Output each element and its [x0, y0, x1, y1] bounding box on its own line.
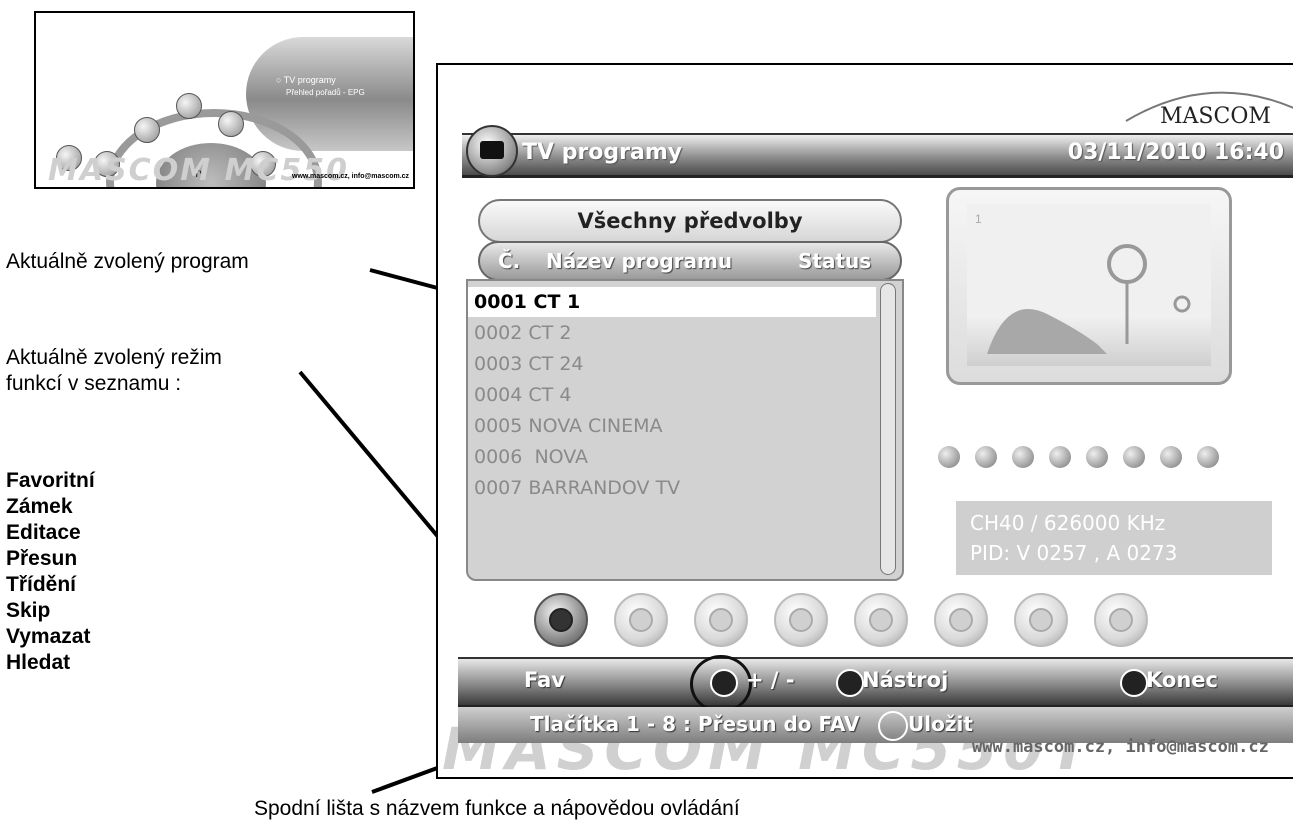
channel-row[interactable]: 0006 NOVA	[474, 446, 589, 468]
function-label: Favoritní	[6, 469, 95, 492]
annotation-mode-line2: funkcí v seznamu :	[6, 372, 182, 395]
function-label: Skip	[6, 599, 51, 622]
network-icon	[250, 151, 276, 177]
plane-icon	[1123, 446, 1145, 468]
channel-row[interactable]: 0003 CT 24	[474, 353, 584, 375]
epg-icon	[218, 111, 244, 137]
settings-icon	[56, 145, 82, 171]
channel-row[interactable]: 0007 BARRANDOV TV	[474, 477, 681, 499]
bottom-function-bar: Fav + / - Nástroj Konec	[458, 655, 1293, 713]
function-label: Hledat	[6, 651, 71, 674]
annotation-function-list: Favoritní Zámek Editace Přesun Třídění S…	[6, 468, 95, 676]
lock-icon[interactable]	[614, 593, 668, 647]
plus-minus-hint: + / -	[746, 668, 795, 692]
svg-text:MASCOM: MASCOM	[1160, 104, 1271, 129]
tool-hint: Nástroj	[862, 668, 949, 692]
thumbnail-watermark: MASCOM MC550	[48, 153, 349, 188]
channel-list: 0001 CT 1 0002 CT 2 0003 CT 24 0004 CT 4…	[466, 279, 904, 581]
sport-icon	[975, 446, 997, 468]
globe-icon	[1012, 446, 1034, 468]
film-icon	[938, 446, 960, 468]
group-selector[interactable]: Všechny předvolby	[478, 199, 902, 243]
function-label: Vymazat	[6, 625, 91, 648]
up-down-icon	[710, 669, 738, 697]
column-name: Název programu	[546, 249, 733, 273]
screen-url: www.mascom.cz, info@mascom.cz	[972, 737, 1269, 757]
pid-text: PID: V 0257 , A 0273	[970, 541, 1178, 565]
menu-panel-desc: Přehled pořadů - EPG	[286, 88, 365, 97]
annotation-current-program: Aktuálně zvolený program	[6, 250, 249, 273]
child-icon	[1160, 446, 1182, 468]
radio-icon	[176, 93, 202, 119]
annotation-bottom-bar: Spodní lišta s názvem funkce a nápovědou…	[254, 797, 740, 820]
channel-row[interactable]: 0002 CT 2	[474, 322, 572, 344]
function-label: Přesun	[6, 547, 78, 570]
menu-center-label: TV	[194, 169, 206, 179]
channel-row[interactable]: 0005 NOVA CINEMA	[474, 415, 663, 437]
signal-info: CH40 / 626000 KHz PID: V 0257 , A 0273	[956, 501, 1272, 575]
skip-icon[interactable]	[934, 593, 988, 647]
function-label: Editace	[6, 521, 81, 544]
preview-video: 1	[967, 204, 1211, 366]
column-status: Status	[798, 249, 872, 273]
weather-icon	[1086, 446, 1108, 468]
music-icon	[1049, 446, 1071, 468]
help-text: Tlačítka 1 - 8 : Přesun do FAV	[530, 712, 860, 736]
menu-panel-title: ○ TV programy	[276, 75, 336, 85]
column-num: Č.	[498, 249, 521, 273]
header-title: TV programy	[522, 140, 683, 165]
left-right-icon	[836, 669, 864, 697]
sort-icon[interactable]	[854, 593, 908, 647]
menu-thumbnail: ○ TV programy Přehled pořadů - EPG TV MA…	[34, 11, 415, 189]
tv-icon	[466, 125, 518, 177]
pencil-icon[interactable]	[694, 593, 748, 647]
save-hint: Uložit	[908, 712, 973, 736]
bottom-help-bar: Tlačítka 1 - 8 : Přesun do FAV Uložit	[458, 707, 1293, 743]
thumbnail-url: www.mascom.cz, info@mascom.cz	[292, 173, 410, 180]
search-icon[interactable]	[1094, 593, 1148, 647]
exit-hint: Konec	[1146, 668, 1218, 692]
tv-screen: MASCOM TV programy 03/11/2010 16:40 Všec…	[436, 63, 1293, 779]
channel-row[interactable]: 0004 CT 4	[474, 384, 572, 406]
mascom-logo: MASCOM	[1125, 91, 1293, 129]
media-icon	[94, 151, 120, 177]
function-name: Fav	[524, 668, 565, 692]
ok-icon	[878, 711, 908, 741]
function-label: Třídění	[6, 573, 77, 596]
list-column-header: Č. Název programu Status	[478, 241, 902, 281]
move-icon[interactable]	[774, 593, 828, 647]
annotation-mode-line1: Aktuálně zvolený režim	[6, 346, 222, 369]
function-label: Zámek	[6, 495, 73, 518]
exit-icon	[1120, 669, 1148, 697]
video-preview: 1	[946, 187, 1232, 385]
list-scrollbar[interactable]	[880, 283, 896, 575]
tv-icon	[134, 117, 160, 143]
heart-icon[interactable]	[534, 593, 588, 647]
frequency-text: CH40 / 626000 KHz	[970, 511, 1166, 535]
preview-channel-number: 1	[975, 212, 982, 226]
delete-icon[interactable]	[1014, 593, 1068, 647]
channel-row[interactable]: 0001 CT 1	[468, 287, 876, 317]
person-icon	[1197, 446, 1219, 468]
header-bar: TV programy 03/11/2010 16:40	[462, 125, 1293, 181]
header-datetime: 03/11/2010 16:40	[1067, 140, 1284, 165]
